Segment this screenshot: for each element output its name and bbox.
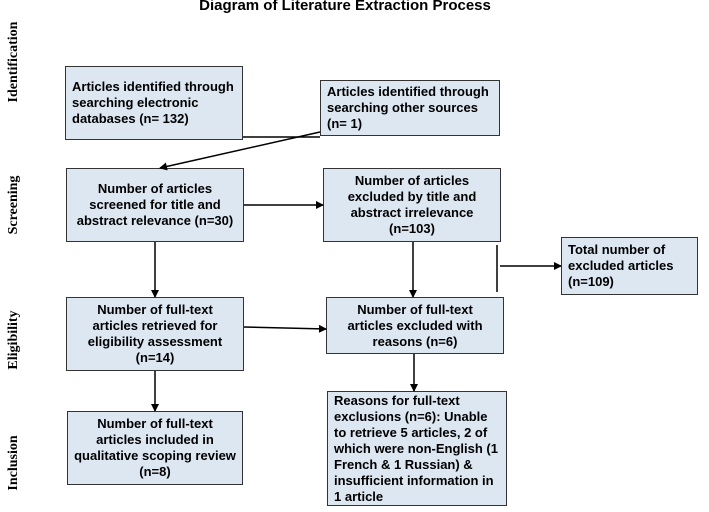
- box-database-articles: Articles identified through searching el…: [65, 66, 243, 140]
- box-included-review: Number of full-text articles included in…: [67, 411, 243, 485]
- box-excluded-title-abstract: Number of articles excluded by title and…: [323, 168, 501, 242]
- diagram-title: Diagram of Literature Extraction Process: [199, 0, 491, 14]
- arrow-fulltext-to-excluded: [243, 324, 327, 333]
- box-fulltext-retrieved: Number of full-text articles retrieved f…: [66, 297, 244, 371]
- box-screened-articles: Number of articles screened for title an…: [66, 168, 244, 242]
- arrow-to-screened: [159, 131, 321, 171]
- box-exclusion-reasons: Reasons for full-text exclusions (n=6): …: [327, 391, 507, 506]
- box-other-sources: Articles identified through searching ot…: [320, 80, 500, 136]
